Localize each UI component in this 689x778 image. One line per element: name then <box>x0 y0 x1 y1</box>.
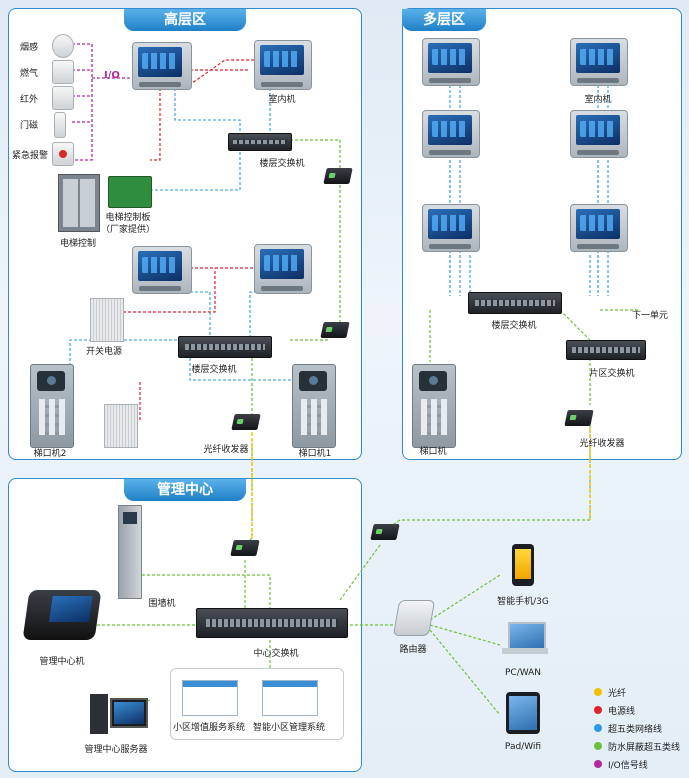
elevator-icon <box>58 174 100 232</box>
vas-system-label: 小区增值服务系统 <box>172 723 246 733</box>
smoke-detector-icon <box>52 34 74 58</box>
door-unit-label-multi: 梯口机 <box>419 447 447 457</box>
legend: 光纤 电源线 超五类网络线 防水屏蔽超五类线 I/O信号线 <box>594 686 684 771</box>
power-switch-label: 开关电源 <box>85 347 123 357</box>
wall-unit-label: 围墙机 <box>148 599 176 609</box>
multi-story-title: 多层区 <box>402 9 486 31</box>
elevator-control-label: 电梯控制 <box>59 239 97 249</box>
floor-switch-label-multi: 楼层交换机 <box>491 321 537 331</box>
floor-switch-icon <box>228 133 292 151</box>
indoor-unit-label-multi: 室内机 <box>584 95 612 105</box>
floor-switch-icon <box>468 292 562 314</box>
center-console-icon <box>22 590 102 640</box>
fiber-transceiver-icon <box>320 322 350 338</box>
next-unit-label: 下一单元 <box>632 311 669 321</box>
pad-label: Pad/Wifi <box>504 742 542 752</box>
legend-label-fiber: 光纤 <box>608 689 627 699</box>
server-label: 管理中心服务器 <box>84 745 148 755</box>
floor-switch-icon <box>178 336 272 358</box>
router-label: 路由器 <box>399 645 427 655</box>
center-switch-label: 中心交换机 <box>253 649 299 659</box>
sensor-label-infrared: 红外 <box>20 95 39 105</box>
legend-label-shielded: 防水屏蔽超五类线 <box>608 743 681 753</box>
management-title: 管理中心 <box>124 479 246 501</box>
fiber-transceiver-icon <box>370 524 400 540</box>
legend-label-power: 电源线 <box>608 707 636 717</box>
emergency-button-icon <box>52 142 74 166</box>
sensor-label-emergency: 紧急报警 <box>12 151 49 161</box>
legend-dot-io <box>594 760 602 768</box>
indoor-unit-icon <box>254 40 312 90</box>
floor-switch-2-label: 楼层交换机 <box>191 365 237 375</box>
door-unit-1-label: 梯口机1 <box>298 449 332 459</box>
door-unit-2-label: 梯口机2 <box>33 449 67 459</box>
fiber-transceiver-icon <box>323 168 353 184</box>
phone-label: 智能手机/3G <box>497 597 549 607</box>
indoor-unit-icon <box>570 38 628 86</box>
server-icon <box>90 694 148 734</box>
laptop-icon <box>502 622 548 656</box>
indoor-unit-icon <box>132 246 192 294</box>
vas-system-window-icon <box>182 680 238 716</box>
floor-switch-label: 楼层交换机 <box>259 159 305 169</box>
elevator-board-icon <box>108 176 152 208</box>
router-icon <box>392 600 436 636</box>
io-label: I/O <box>104 70 120 81</box>
door-station-icon <box>412 364 456 448</box>
fiber-transceiver-icon <box>230 540 260 556</box>
elevator-board-label: 电梯控制板 <box>105 213 151 223</box>
legend-dot-shielded <box>594 742 602 750</box>
indoor-unit-label: 室内机 <box>268 95 296 105</box>
mgmt-system-label: 智能小区管理系统 <box>252 723 326 733</box>
indoor-unit-icon <box>422 38 480 86</box>
mgmt-system-window-icon <box>262 680 318 716</box>
indoor-unit-icon <box>132 42 192 90</box>
gas-detector-icon <box>52 60 74 84</box>
indoor-unit-icon <box>422 204 480 252</box>
legend-dot-fiber <box>594 688 602 696</box>
smartphone-icon <box>512 544 534 586</box>
legend-dot-cat5e <box>594 724 602 732</box>
sensor-label-gas: 燃气 <box>20 69 39 79</box>
area-switch-label: 片区交换机 <box>589 369 635 379</box>
area-switch-icon <box>566 340 646 360</box>
elevator-board-note: （厂家提供） <box>100 225 156 235</box>
center-switch-icon <box>196 608 348 638</box>
fiber-transceiver-icon <box>564 410 594 426</box>
wall-unit-icon <box>118 505 142 599</box>
indoor-unit-icon <box>422 110 480 158</box>
fiber-transceiver-label-multi: 光纤收发器 <box>579 439 625 449</box>
sensor-label-smoke: 烟感 <box>20 43 39 53</box>
legend-dot-power <box>594 706 602 714</box>
indoor-unit-icon <box>570 204 628 252</box>
pc-label: PC/WAN <box>504 668 542 678</box>
center-unit-label: 管理中心机 <box>39 657 85 667</box>
sensor-label-door-magnet: 门磁 <box>20 121 39 131</box>
door-station-icon <box>292 364 336 448</box>
legend-label-cat5e: 超五类网络线 <box>608 725 663 735</box>
door-magnet-icon <box>54 112 66 138</box>
tablet-icon <box>506 692 540 734</box>
high-rise-title: 高层区 <box>124 9 246 31</box>
door-station-icon <box>30 364 74 448</box>
power-supply-icon <box>104 404 138 448</box>
power-supply-icon <box>90 298 124 342</box>
fiber-transceiver-icon <box>231 414 261 430</box>
indoor-unit-icon <box>570 110 628 158</box>
legend-label-io: I/O信号线 <box>608 761 648 771</box>
infrared-sensor-icon <box>52 86 74 110</box>
indoor-unit-icon <box>254 244 312 294</box>
fiber-transceiver-label: 光纤收发器 <box>203 445 249 455</box>
